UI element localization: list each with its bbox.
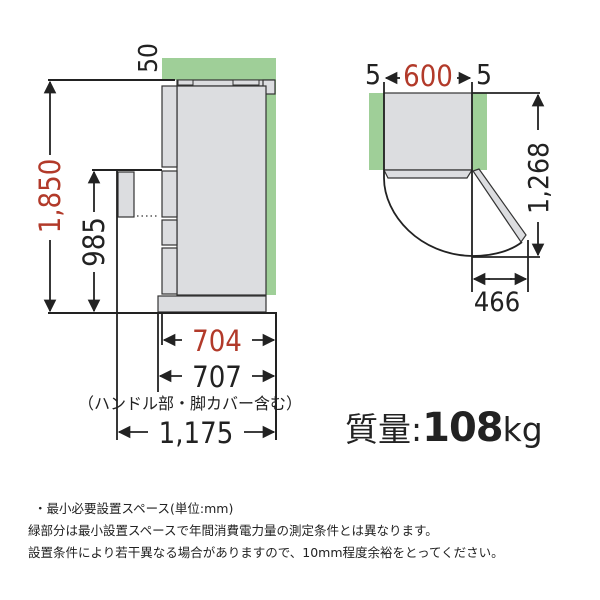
depth-open-label: 1,175	[159, 416, 234, 450]
door-upper	[161, 85, 178, 168]
total-height-label: 1,850	[33, 159, 67, 234]
width-label: 600	[403, 59, 453, 93]
left-clearance-zone	[369, 93, 384, 170]
fridge-body-top	[383, 92, 473, 171]
weight-spec: 質量:108kg	[345, 403, 543, 451]
rear-clearance-zone	[266, 80, 276, 295]
open-door	[472, 168, 527, 244]
door-open-handle	[117, 171, 135, 218]
notes: ・最小必要設置スペース(単位:mm) 緑部分は最小設置スペースで年間消費電力量の…	[28, 498, 504, 564]
right-clearance-label: 5	[476, 58, 492, 91]
note-green-area: 緑部分は最小設置スペースで年間消費電力量の測定条件とは異なります。	[28, 523, 438, 538]
handle-height-label: 985	[77, 217, 111, 267]
door-swing-depth-label: 1,268	[522, 142, 555, 214]
depth-body-label: 704	[192, 324, 242, 358]
depth-handle-label: 707	[192, 360, 242, 394]
door-swing-arc	[383, 177, 523, 257]
right-clearance-zone	[472, 93, 487, 170]
base-cover	[157, 295, 267, 313]
door-4	[161, 247, 178, 295]
note-unit: ・最小必要設置スペース(単位:mm)	[34, 501, 234, 516]
note-margin: 設置条件により若干異なる場合がありますので、10mm程度余裕をとってください。	[28, 545, 504, 560]
weight-unit: kg	[502, 410, 543, 449]
top-clearance-label: 50	[134, 43, 164, 73]
weight-value: 108	[422, 405, 503, 451]
door-2	[161, 170, 178, 218]
left-clearance-label: 5	[365, 58, 381, 91]
depth-note: （ハンドル部・脚カバー含む）	[78, 394, 302, 413]
door-3	[161, 219, 178, 246]
door-swing-width-label: 466	[474, 287, 520, 318]
top-view: 5 600 5 1,268 466	[365, 58, 555, 318]
fridge-body-side	[176, 85, 267, 296]
weight-label: 質量:	[345, 410, 423, 449]
side-view: 1,850 985 50 704 707 （ハンドル部・脚カバー含む） 1,17…	[33, 43, 302, 450]
top-clearance-zone	[162, 58, 276, 80]
